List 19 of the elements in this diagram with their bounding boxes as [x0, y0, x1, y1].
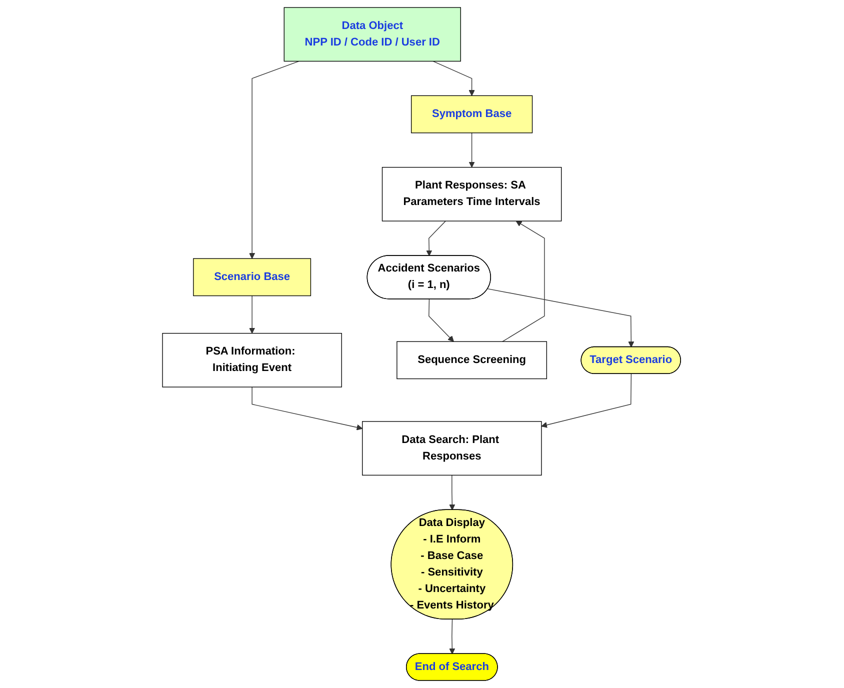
arrow	[488, 288, 635, 348]
arrow	[469, 132, 476, 168]
node-box: Scenario Base	[194, 258, 312, 296]
arrow	[542, 374, 632, 428]
arrow	[502, 220, 546, 342]
node-box: Sequence Screening	[397, 341, 548, 380]
arrow	[426, 220, 446, 256]
arrow	[428, 298, 454, 342]
node-box: Symptom Base	[411, 95, 534, 134]
arrow	[249, 60, 300, 259]
arrow	[433, 60, 476, 96]
arrow	[252, 386, 364, 430]
node-box: Plant Responses: SA Parameters Time Intervals	[382, 166, 562, 222]
arrow	[249, 295, 256, 334]
node-box: PSA Information: Initiating Event	[162, 332, 342, 388]
node-box: Data Search: Plant Responses	[362, 421, 542, 476]
arrow	[450, 474, 456, 510]
arrow	[450, 619, 456, 654]
node-box: Data Object NPP ID / Code ID / User ID	[284, 7, 462, 62]
